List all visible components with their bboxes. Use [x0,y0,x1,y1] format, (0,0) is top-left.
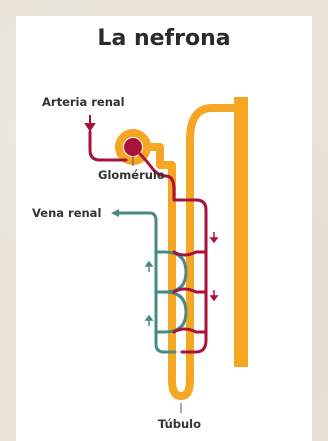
label-vena-renal: Vena renal [32,206,101,220]
vein-up-arrow-2 [146,316,152,326]
label-glomerulo: Glomérulo [98,168,165,182]
vein-direction-arrow [111,209,119,217]
arteria-inflow-arrow [86,115,94,130]
artery-down-arrow-2 [211,290,217,300]
label-tubulo: Túbulo [158,417,201,431]
collecting-duct [234,97,248,367]
label-arteria-renal: Arteria renal [42,95,125,109]
vein-up-arrow-1 [146,262,152,272]
artery-down-arrow-1 [211,232,217,242]
glomerulus-capillaries [124,138,142,156]
